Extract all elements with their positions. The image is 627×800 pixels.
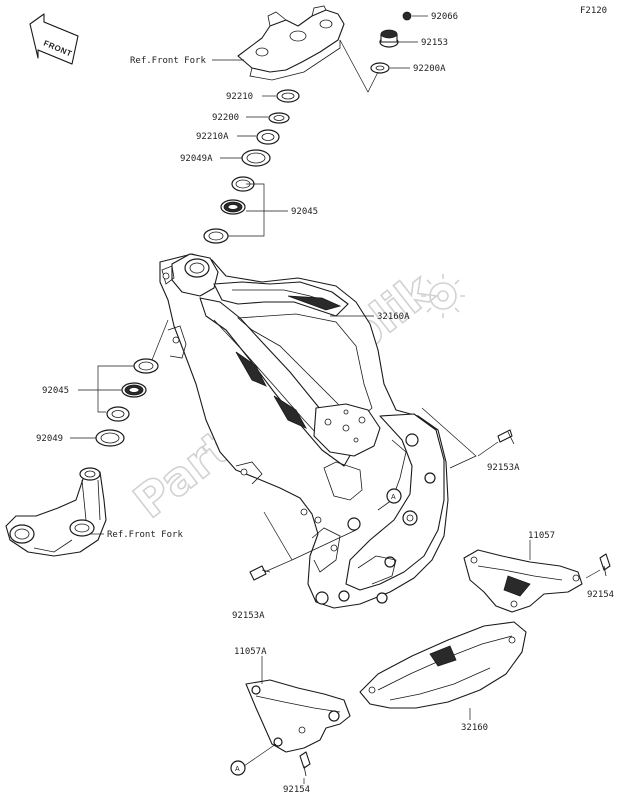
leader-clamp-nut <box>339 39 379 93</box>
label-92210A: 92210A <box>196 132 229 142</box>
bolt-92154-right <box>599 553 611 577</box>
label-92154-right: 92154 <box>587 590 614 600</box>
bolt-92153A-bottom <box>249 565 271 581</box>
svg-text:A: A <box>235 766 240 773</box>
label-ref-front-fork-top: Ref.Front Fork <box>130 56 206 66</box>
lower-triple-clamp <box>5 467 107 557</box>
label-92210: 92210 <box>226 92 253 102</box>
leader-92154-right <box>585 569 601 579</box>
main-frame-32160A <box>159 253 449 609</box>
callout-A-bracket: A <box>230 760 246 776</box>
bolt-92153A-right <box>497 429 515 445</box>
label-92153A-right: 92153A <box>487 463 520 473</box>
leader-92045-left <box>78 365 134 413</box>
svg-text:A: A <box>391 494 396 501</box>
label-11057A: 11057A <box>234 647 267 657</box>
label-32160: 32160 <box>461 723 488 733</box>
leader-callout-A-bracket <box>243 743 277 767</box>
front-arrow-icon: FRONT <box>29 13 79 65</box>
label-32160A: 32160A <box>377 312 410 322</box>
bolt-92154-bottom <box>299 751 311 777</box>
leader-92153A-right <box>477 441 499 457</box>
label-11057: 11057 <box>528 531 555 541</box>
label-92049: 92049 <box>36 434 63 444</box>
leader-92153A-right-bracket <box>421 407 477 469</box>
leader-lower-bearing-frame <box>151 319 169 361</box>
label-92154-bottom: 92154 <box>283 785 310 795</box>
cap-92066 <box>402 11 412 21</box>
label-92200: 92200 <box>212 113 239 123</box>
label-92049A: 92049A <box>180 154 213 164</box>
part-labels: 92066 92153 92200A Ref.Front Fork 92210 … <box>36 12 614 795</box>
label-92066: 92066 <box>431 12 458 22</box>
nut-92153 <box>379 29 399 48</box>
bracket-11057A <box>245 679 351 753</box>
leader-92153A-bottom <box>259 511 357 575</box>
bracket-11057 <box>463 549 583 613</box>
steering-stem-stack <box>203 89 300 244</box>
label-92200A: 92200A <box>413 64 446 74</box>
washer-92200A <box>370 62 390 74</box>
leader-92045-top <box>228 183 288 237</box>
callout-A-frame: A <box>386 488 402 504</box>
cover-32160 <box>359 621 527 709</box>
watermark-gear-icon <box>421 274 465 318</box>
label-92045-top: 92045 <box>291 207 318 217</box>
label-92153: 92153 <box>421 38 448 48</box>
label-92045-left: 92045 <box>42 386 69 396</box>
label-ref-front-fork-bottom: Ref.Front Fork <box>107 530 183 540</box>
lower-bearing-stack <box>95 358 159 447</box>
label-92153A-bottom: 92153A <box>232 611 265 621</box>
upper-triple-clamp <box>237 5 345 81</box>
diagram-code: F2120 <box>580 6 607 16</box>
